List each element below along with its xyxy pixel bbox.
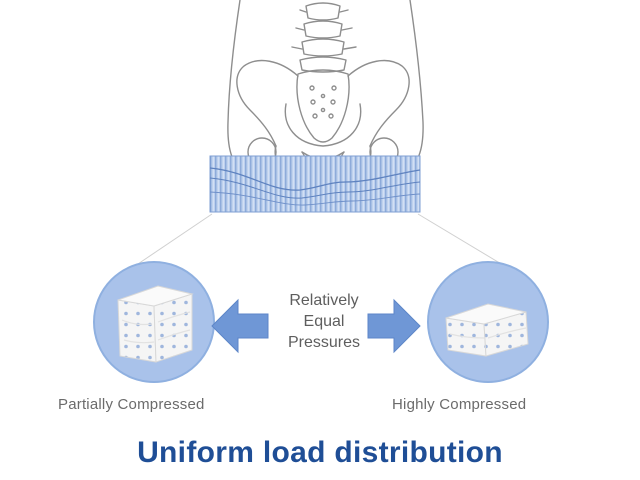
relative-pressure-text: Relatively Equal Pressures <box>268 290 380 353</box>
iliac-wing-left <box>236 59 299 147</box>
partially-compressed-circle <box>93 261 215 383</box>
sacrum <box>296 69 350 143</box>
center-text-line-3: Pressures <box>287 334 361 351</box>
spine-vertebrae <box>291 2 357 73</box>
cushion <box>209 155 421 213</box>
arrow-right-icon <box>367 298 421 354</box>
body-outline-right <box>401 0 424 177</box>
cushion-depression <box>209 167 421 191</box>
highly-compressed-label: Highly Compressed <box>392 396 527 413</box>
diagram-title: Uniform load distribution <box>137 436 503 469</box>
arrow-left-icon <box>211 298 269 354</box>
connector-lines <box>131 213 509 269</box>
iliac-wing-right <box>347 59 410 147</box>
foam-cube-partial <box>117 285 194 363</box>
pelvic-inlet <box>284 103 362 147</box>
center-text-line-2: Equal <box>303 313 345 330</box>
pelvis-illustration <box>227 0 424 177</box>
center-text-line-1: Relatively <box>289 292 359 309</box>
pressure-arrows <box>211 298 421 354</box>
sacral-foramina <box>309 85 337 119</box>
foam-cube-compressed <box>445 303 529 357</box>
partially-compressed-label: Partially Compressed <box>58 396 205 413</box>
cushion-body <box>209 155 421 213</box>
highly-compressed-circle <box>427 261 549 383</box>
